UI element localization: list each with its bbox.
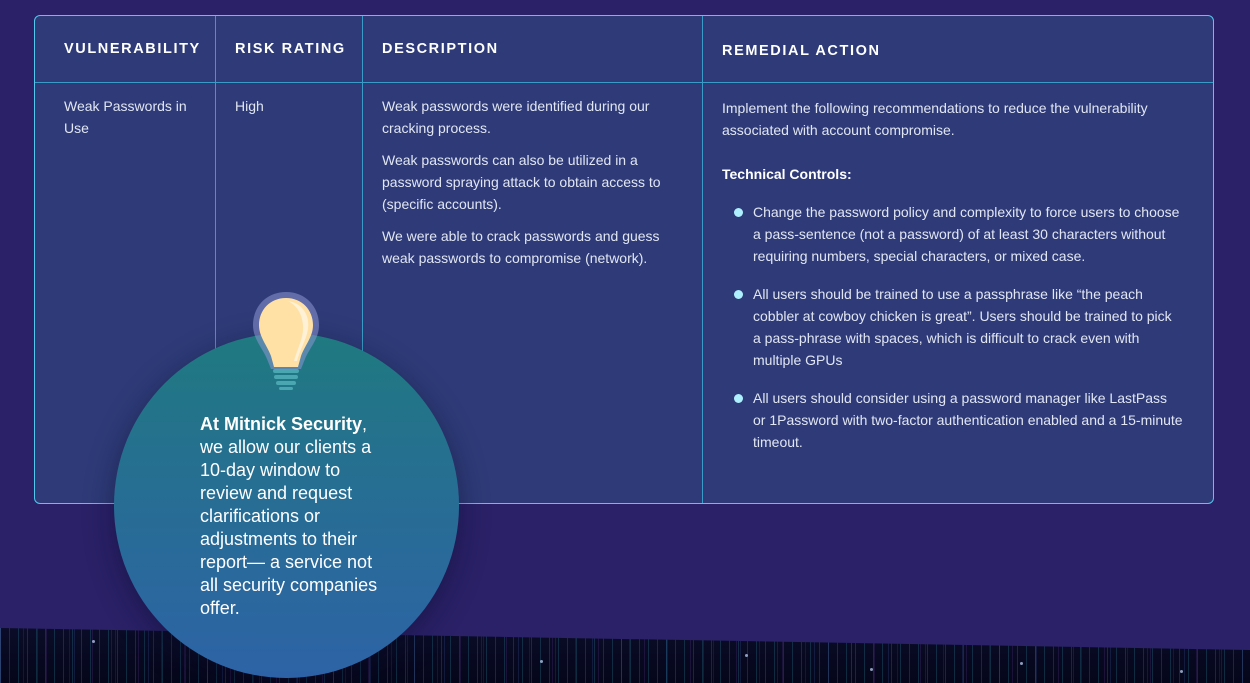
header-remedial-action: REMEDIAL ACTION <box>703 16 1213 83</box>
cell-vulnerability: Weak Passwords in Use <box>35 83 216 503</box>
callout-company-name: At Mitnick Security <box>200 414 363 434</box>
list-item: All users should consider using a passwo… <box>734 387 1183 453</box>
callout-text: At Mitnick Security, we allow our client… <box>200 414 378 618</box>
bullet-dot-icon <box>734 394 743 403</box>
technical-controls-heading: Technical Controls: <box>722 166 852 182</box>
list-item: Change the password policy and complexit… <box>734 201 1183 267</box>
bullet-dot-icon <box>734 290 743 299</box>
remedial-intro: Implement the following recommendations … <box>722 100 1148 138</box>
risk-rating-value: High <box>235 98 264 114</box>
list-item: All users should be trained to use a pas… <box>734 283 1183 371</box>
cell-remedial-action: Implement the following recommendations … <box>703 83 1213 503</box>
description-paragraph: We were able to crack passwords and gues… <box>382 228 660 266</box>
cell-description: Weak passwords were identified during ou… <box>363 83 703 503</box>
description-paragraph: Weak passwords can also be utilized in a… <box>382 152 661 212</box>
bullet-dot-icon <box>734 208 743 217</box>
cell-risk-rating: High <box>216 83 363 503</box>
header-risk-rating: RISK RATING <box>216 16 363 83</box>
lightbulb-icon <box>253 292 319 390</box>
technical-controls-list: Change the password policy and complexit… <box>722 201 1183 453</box>
description-paragraph: Weak passwords were identified during ou… <box>382 98 650 136</box>
header-vulnerability: VULNERABILITY <box>35 16 216 83</box>
callout-body: we allow our clients a 10-day window to … <box>200 437 378 618</box>
vulnerability-name: Weak Passwords in Use <box>64 98 187 136</box>
header-description: DESCRIPTION <box>363 16 703 83</box>
callout-circle: At Mitnick Security, we allow our client… <box>114 333 459 678</box>
